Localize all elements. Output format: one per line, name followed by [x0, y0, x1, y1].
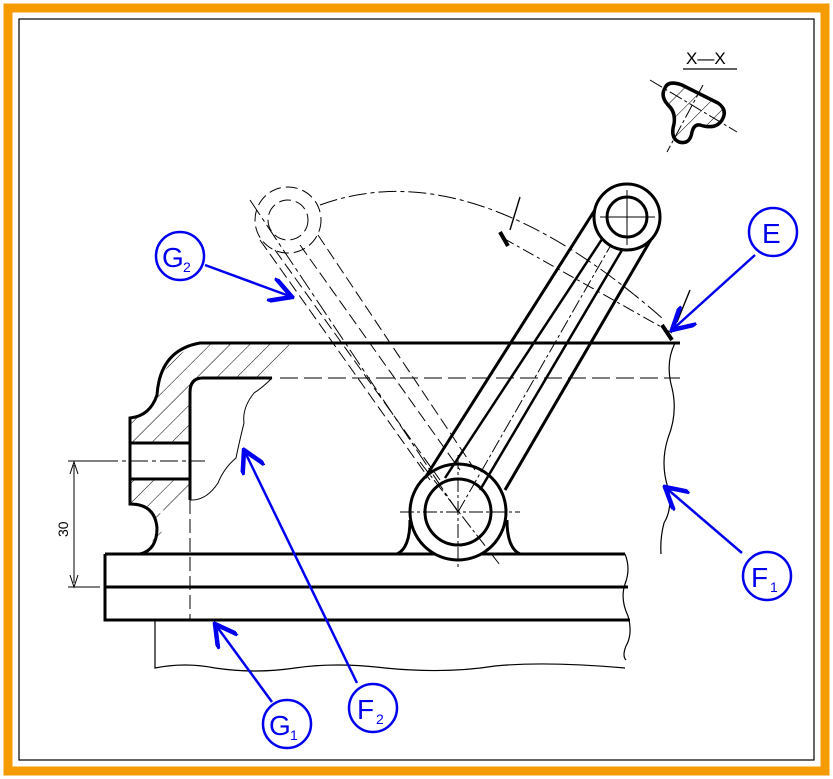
svg-text:1: 1 — [770, 579, 778, 595]
dimension-30: 30 — [55, 521, 71, 537]
svg-text:E: E — [762, 218, 781, 249]
svg-text:F: F — [751, 562, 768, 593]
svg-text:G: G — [162, 242, 184, 273]
label-e: E — [747, 206, 799, 258]
section-title: X—X — [686, 49, 726, 68]
svg-text:2: 2 — [183, 259, 191, 275]
label-g1: G 1 — [261, 698, 313, 750]
svg-text:G: G — [269, 710, 291, 741]
mechanism-drawing — [68, 182, 691, 672]
label-f2: F 2 — [347, 682, 399, 734]
label-g2: G 2 — [154, 230, 206, 282]
svg-text:F: F — [357, 694, 374, 725]
svg-text:1: 1 — [290, 727, 298, 743]
inner-frame — [18, 18, 815, 761]
label-f1: F 1 — [741, 550, 793, 602]
svg-text:2: 2 — [376, 711, 384, 727]
annotation-arrows — [204, 254, 756, 703]
orange-frame — [3, 3, 830, 776]
section-x-x: X—X — [649, 49, 738, 153]
